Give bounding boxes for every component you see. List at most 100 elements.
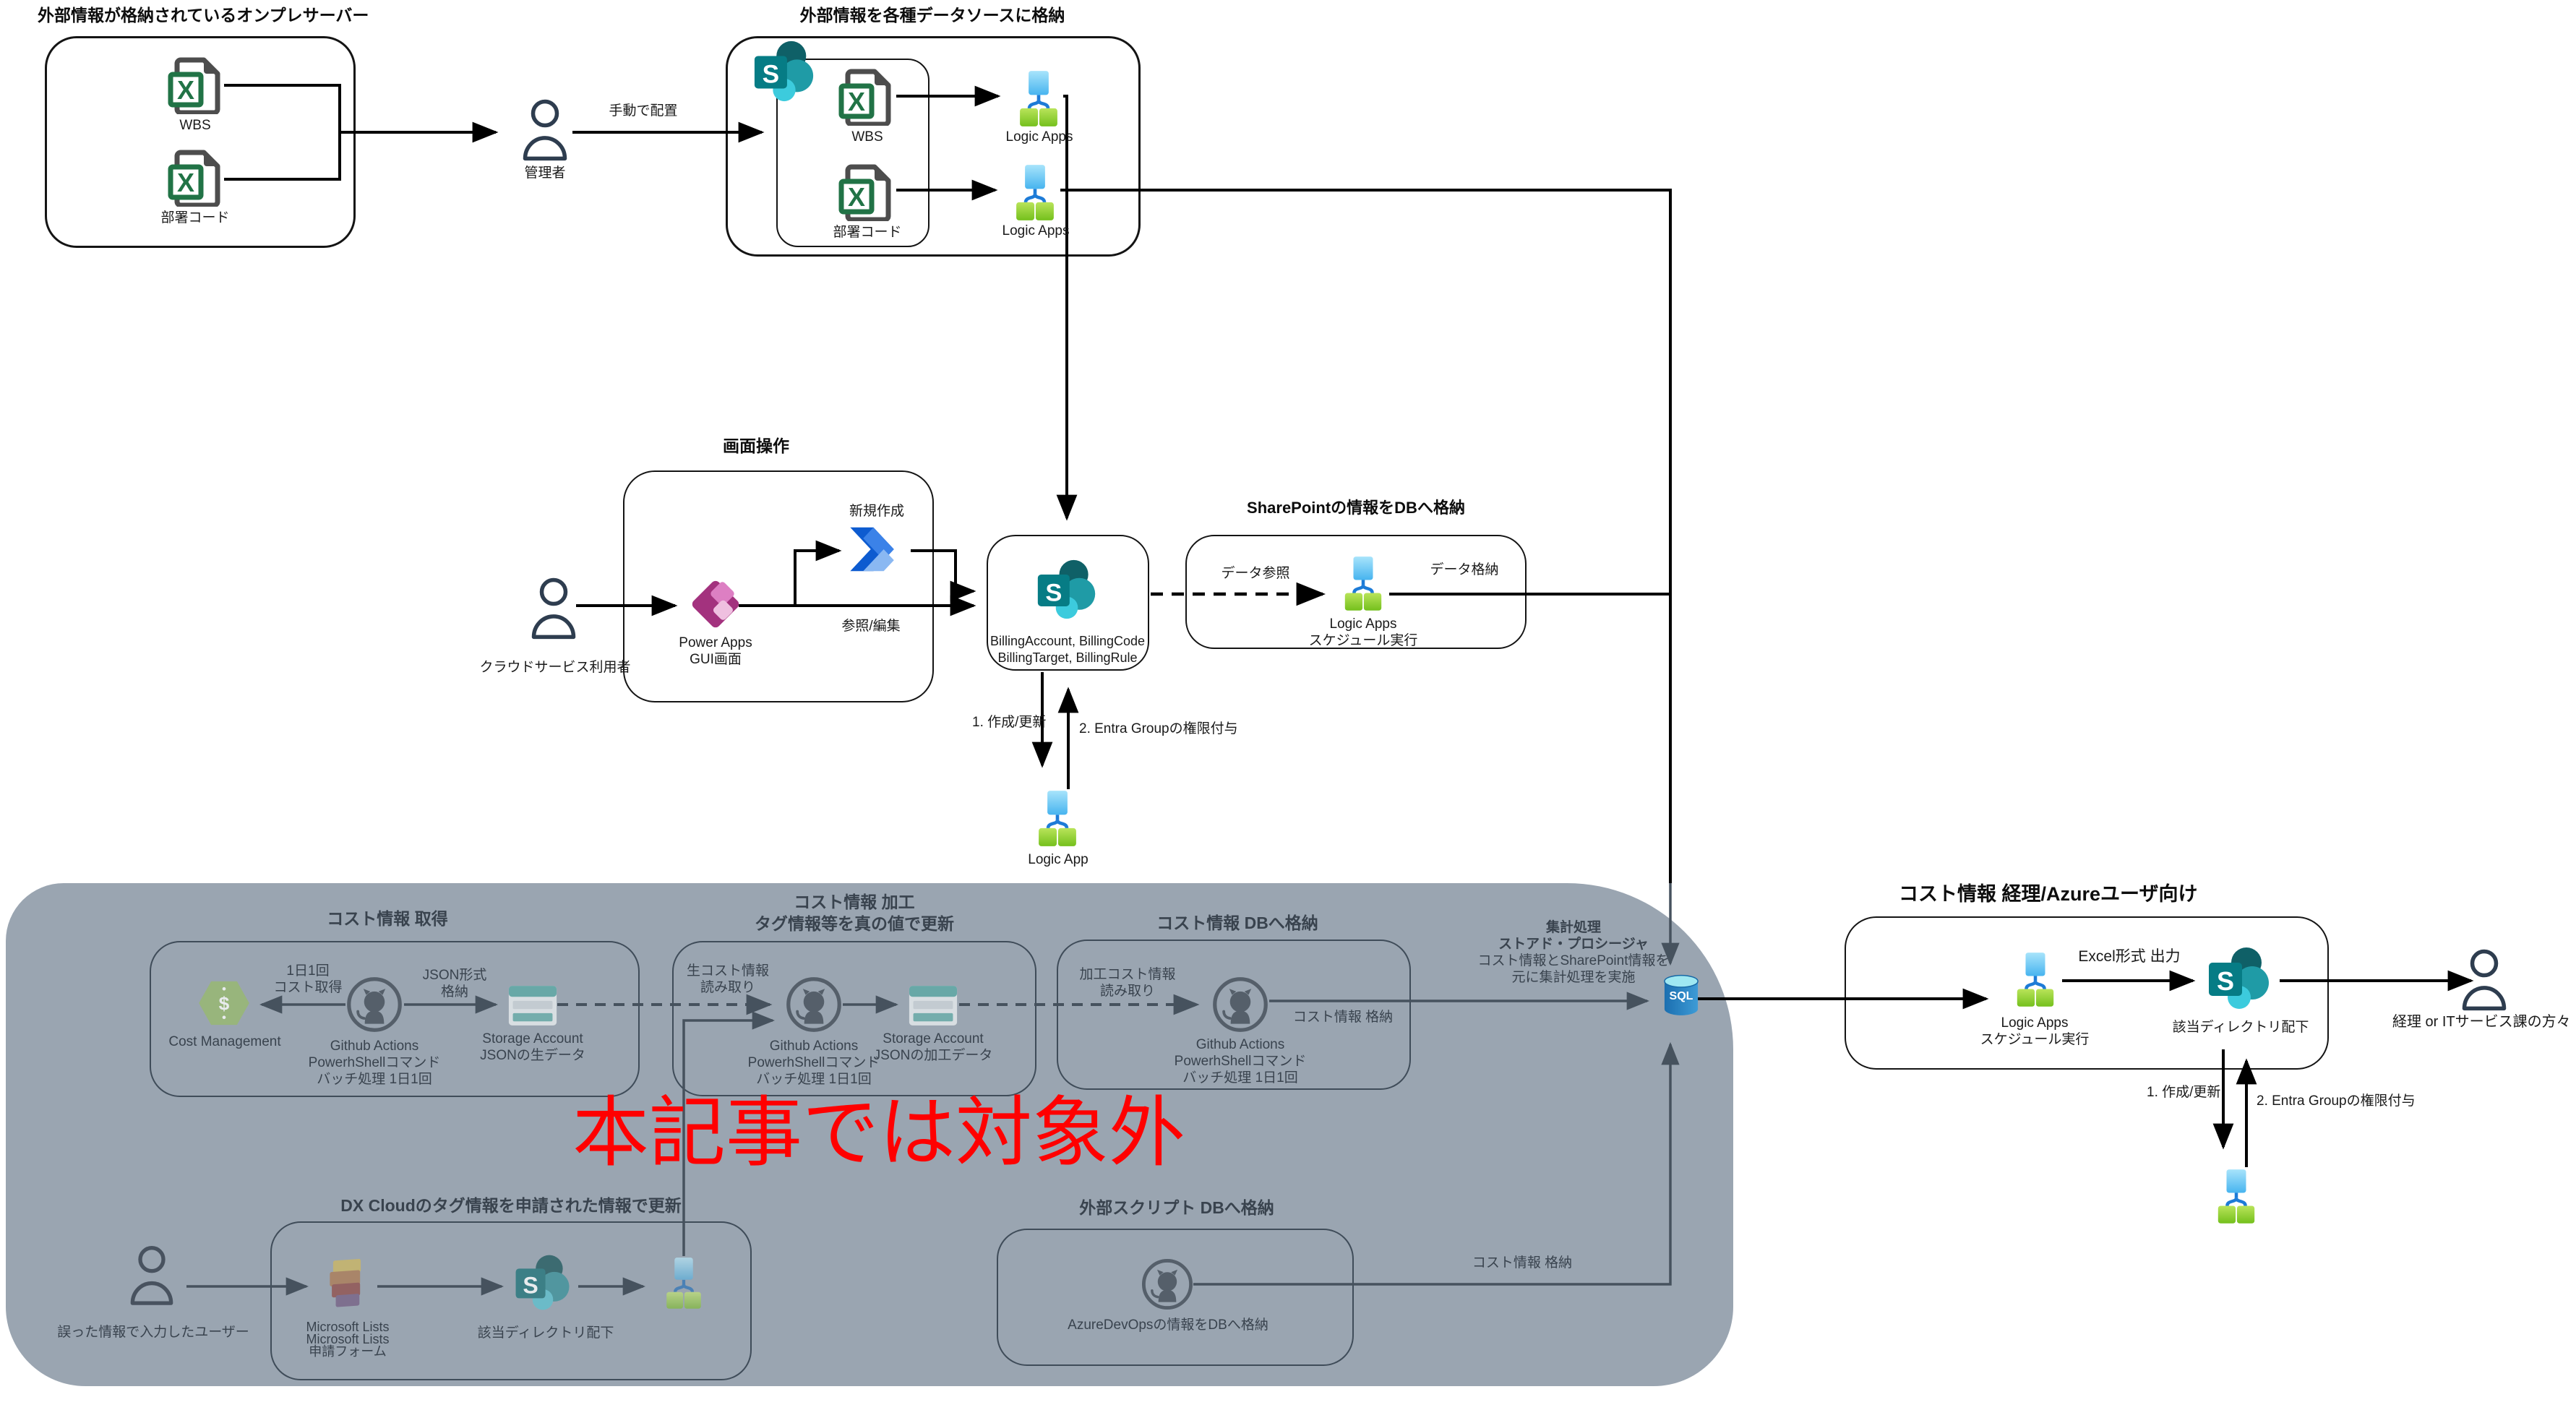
logic-apps-2-label: Logic Apps [1002, 223, 1070, 238]
cost-proc-title-line1: コスト情報 加工 [794, 893, 915, 911]
cloud-user-person-icon [530, 575, 578, 644]
lists-line3: 申請フォーム [309, 1344, 387, 1359]
cost-mgmt-label: Cost Management [168, 1034, 281, 1049]
logic-apps-report-icon [2009, 951, 2061, 1011]
sharepoint-report-icon [2206, 945, 2272, 1015]
logic-apps-schedule-line1: Logic Apps [1329, 616, 1397, 632]
logic-app-entra-label: Logic App [1028, 852, 1089, 867]
create-update-label: 1. 作成/更新 [972, 715, 1047, 730]
ext-script-box [997, 1229, 1354, 1366]
datasource-title: 外部情報を各種データソースに格納 [799, 6, 1065, 25]
storage-raw-label: Storage Account JSONの生データ [480, 1031, 585, 1064]
dx-title: DX Cloudのタグ情報を申請された情報で更新 [340, 1196, 682, 1215]
excel-out-label: Excel形式 出力 [2078, 948, 2181, 965]
agg-line3: コスト情報とSharePoint情報を [1477, 953, 1670, 968]
billing-lists-label: BillingAccount, BillingCode BillingTarge… [990, 633, 1145, 666]
excel-wbs-sp-icon [837, 68, 895, 129]
datasource-wbs-label: WBS [851, 129, 883, 145]
github-2-label: Github Actions PowerhShellコマンド バッチ処理 1日1… [748, 1038, 880, 1088]
excel-dept-onprem-icon [166, 149, 224, 210]
admin-person-icon [521, 97, 569, 165]
billing-label-line2: BillingTarget, BillingRule [997, 650, 1138, 665]
spdb-title: SharePointの情報をDBへ格納 [1247, 499, 1465, 517]
storage-account-raw-icon [507, 984, 558, 1031]
logic-app-right-icon [2210, 1168, 2262, 1228]
raw-read-label: 生コスト情報 読み取り [687, 963, 769, 996]
logic-apps-2-icon [1008, 163, 1062, 225]
cost-get-title: コスト情報 取得 [327, 909, 448, 928]
report-create-update-label: 1. 作成/更新 [2147, 1085, 2221, 1100]
logic-apps-dx-icon [659, 1256, 708, 1313]
report-person-icon [2460, 947, 2508, 1015]
raw-read-line1: 生コスト情報 [686, 963, 770, 979]
dx-user-person-icon [129, 1243, 175, 1310]
sharepoint-dx-icon [513, 1253, 572, 1316]
power-apps-label-line1: Power Apps [679, 635, 752, 650]
agg-line4: 元に集計処理を実施 [1511, 970, 1636, 985]
logic-apps-1-icon [1012, 69, 1065, 131]
github-actions-4-icon [1141, 1258, 1194, 1315]
proc-read-line1: 加工コスト情報 [1079, 967, 1176, 982]
storage-raw-line2: JSONの生データ [480, 1048, 585, 1063]
create-new-label: 新規作成 [849, 504, 905, 519]
raw-read-line2: 読み取り [700, 980, 756, 995]
agg-line2: ストアド・プロシージャ [1498, 937, 1649, 952]
proc-read-line2: 読み取り [1099, 984, 1156, 999]
logic-apps-report-line1: Logic Apps [2001, 1015, 2069, 1031]
datasource-dept-label: 部署コード [833, 225, 902, 240]
logic-apps-report-line2: スケジュール実行 [1980, 1032, 2090, 1047]
billing-label-line1: BillingAccount, BillingCode [989, 634, 1146, 648]
logic-apps-1-label: Logic Apps [1005, 129, 1073, 145]
storage-account-proc-icon [908, 984, 958, 1031]
cost-proc-title-line2: タグ情報等を真の値で更新 [755, 914, 954, 933]
storage-proc-line2: JSONの加工データ [873, 1048, 993, 1063]
report-title: コスト情報 経理/Azureユーザ向け [1899, 883, 2198, 905]
lists-line2: Microsoft Lists [306, 1332, 390, 1346]
entra-grant-label: 2. Entra Groupの権限付与 [1079, 721, 1238, 736]
github1-line1: Github Actions [330, 1039, 419, 1054]
github1-line2: PowerhShellコマンド [308, 1055, 441, 1070]
github-1-label: Github Actions PowerhShellコマンド バッチ処理 1日1… [309, 1038, 441, 1088]
storage-proc-line1: Storage Account [883, 1031, 984, 1046]
audience-label: 経理 or ITサービス課の方々 [2392, 1014, 2571, 1030]
ext-title: 外部スクリプト DBへ格納 [1079, 1198, 1274, 1217]
excluded-note: 本記事では対象外 [572, 1091, 1185, 1176]
freq-line1: 1日1回 [286, 963, 330, 979]
screen-title: 画面操作 [723, 437, 789, 455]
cost-store-label-1: コスト情報 格納 [1292, 1010, 1394, 1025]
github3-line3: バッチ処理 1日1回 [1182, 1070, 1298, 1086]
github1-line3: バッチ処理 1日1回 [317, 1072, 432, 1087]
onprem-wbs-label: WBS [179, 118, 211, 133]
cost-management-icon [198, 980, 250, 1030]
report-entra-label: 2. Entra Groupの権限付与 [2257, 1093, 2416, 1109]
proc-read-label: 加工コスト情報 読み取り [1079, 966, 1175, 1000]
onprem-dept-label: 部署コード [160, 210, 230, 225]
data-ref-label: データ参照 [1221, 566, 1290, 581]
storage-proc-label: Storage Account JSONの加工データ [874, 1031, 993, 1064]
json-store-label: JSON形式 格納 [423, 967, 487, 1000]
json-line1: JSON形式 [422, 968, 487, 983]
dx-dir-label: 該当ディレクトリ配下 [477, 1325, 614, 1341]
cost-proc-title: コスト情報 加工 タグ情報等を真の値で更新 [755, 891, 954, 934]
lists-line1: Microsoft Lists [306, 1320, 390, 1334]
github-3-label: Github Actions PowerhShellコマンド バッチ処理 1日1… [1175, 1036, 1307, 1086]
screen-box [623, 470, 934, 702]
cloud-user-label: クラウドサービス利用者 [479, 660, 631, 675]
onprem-title: 外部情報が格納されているオンプレサーバー [38, 6, 369, 25]
data-store-label: データ格納 [1430, 562, 1499, 577]
admin-label: 管理者 [524, 165, 566, 181]
power-apps-label-line2: GUI画面 [690, 652, 742, 667]
storage-raw-line1: Storage Account [482, 1031, 583, 1046]
cost-proc-box [672, 941, 1036, 1096]
logic-apps-schedule-label: Logic Apps スケジュール実行 [1309, 616, 1418, 649]
report-dir-label: 該当ディレクトリ配下 [2172, 1020, 2309, 1035]
sharepoint-billing-icon [1035, 558, 1099, 625]
cost-store-label-2: コスト情報 格納 [1472, 1255, 1573, 1271]
microsoft-lists-icon [325, 1255, 369, 1317]
logic-apps-schedule-line2: スケジュール実行 [1308, 633, 1418, 648]
github2-line2: PowerhShellコマンド [747, 1055, 880, 1070]
power-automate-icon [847, 525, 911, 577]
github-actions-1-icon [345, 976, 403, 1037]
github-actions-3-icon [1211, 976, 1269, 1037]
